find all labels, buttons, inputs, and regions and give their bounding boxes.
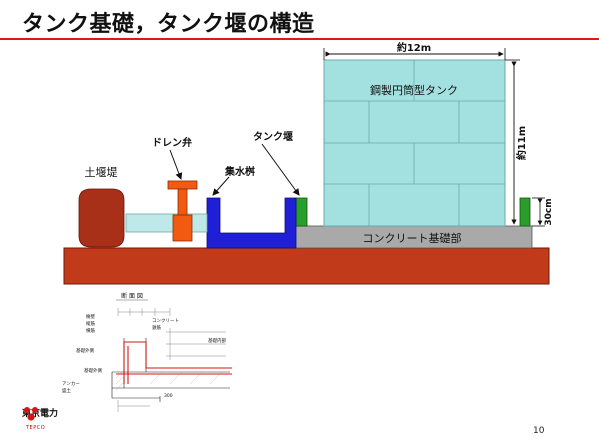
ground-slab — [63, 247, 550, 285]
drain-valve-label: ドレン弁 — [152, 136, 192, 149]
height-label: 約11m — [515, 126, 528, 160]
inset-label-concrete: コンクリート — [152, 318, 179, 324]
tank-weir-label: タンク堰 — [253, 130, 293, 143]
inset-label-retaining-wall: 擁壁 — [86, 313, 95, 320]
drain-valve — [167, 180, 198, 242]
drain-valve-arrow — [169, 149, 183, 180]
inset-label-anchor: アンカー — [62, 381, 80, 387]
inset-label-horizontal-bar: 横筋 — [86, 327, 95, 334]
inset-label-outer-1: 基礎外側 — [76, 347, 94, 354]
tank-label: 鋼製円筒型タンク — [370, 83, 458, 97]
inset-title: 断 面 図 — [121, 292, 143, 300]
height-dimension — [505, 59, 520, 225]
right-weir-wall — [519, 197, 531, 227]
collection-pit — [206, 197, 297, 249]
tank-weir-wall — [295, 197, 308, 227]
width-dimension — [323, 48, 506, 60]
foundation-label: コンクリート基礎部 — [363, 231, 462, 245]
steel-cylindrical-tank — [323, 59, 506, 227]
inset-label-vertical-bar: 縦筋 — [86, 320, 95, 327]
inset-label-outer-2: 基礎外側 — [84, 367, 102, 374]
logo-subtext: TEPCO — [26, 425, 46, 431]
inset-label-dimension: 300 — [164, 393, 173, 399]
collection-pit-label: 集水桝 — [224, 165, 255, 178]
inset-label-inner: 基礎内部 — [208, 337, 226, 344]
tepco-logo: 東京電力 — [22, 406, 59, 421]
cross-section-inset: 断 面 図 — [62, 292, 232, 412]
title-rule — [0, 38, 599, 40]
weir-height-dimension — [532, 197, 545, 227]
collection-pit-arrow — [212, 176, 230, 196]
weir-height-label: 30cm — [544, 198, 554, 225]
inset-label-rebar: 鉄筋 — [152, 324, 161, 331]
earth-dike-label: 土堰堤 — [85, 166, 118, 179]
drain-pipe — [125, 213, 208, 233]
tank-weir-arrow — [261, 143, 300, 196]
earth-dike — [78, 188, 125, 248]
logo-text: 東京電力 — [22, 409, 59, 419]
page-title: タンク基礎，タンク堰の構造 — [22, 12, 315, 37]
page-number: 10 — [533, 426, 545, 436]
tepco-logo-icon — [24, 407, 38, 421]
width-label: 約12m — [397, 41, 431, 54]
inset-label-fill: 盛土 — [62, 387, 71, 394]
